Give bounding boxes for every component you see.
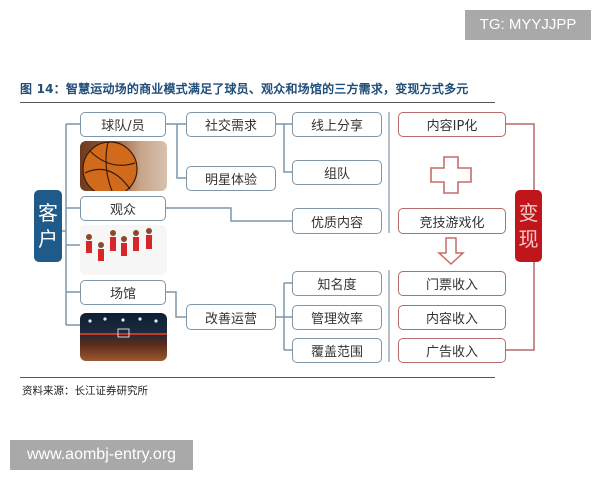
plus-icon — [430, 156, 472, 194]
node-audience: 观众 — [80, 196, 166, 221]
watermark-bottom-left: www.aombj-entry.org — [10, 440, 193, 470]
cheerleaders-photo — [80, 225, 167, 275]
down-arrow-icon — [437, 237, 465, 266]
node-team-up: 组队 — [292, 160, 382, 185]
node-coverage: 覆盖范围 — [292, 338, 382, 363]
basketball-photo — [80, 141, 167, 191]
figure-title: 图 14：智慧运动场的商业模式满足了球员、观众和场馆的三方需求，变现方式多元 — [20, 82, 469, 96]
node-social-needs: 社交需求 — [186, 112, 276, 137]
category-customers-label: 客户 — [38, 201, 58, 251]
node-improve-operations: 改善运营 — [186, 304, 276, 330]
node-star-experience: 明星体验 — [186, 166, 276, 191]
watermark-top-right: TG: MYYJJPP — [465, 10, 591, 40]
node-quality-content: 优质内容 — [292, 208, 382, 234]
node-content-revenue: 内容收入 — [398, 305, 506, 330]
node-ad-revenue: 广告收入 — [398, 338, 506, 363]
node-gamification: 竞技游戏化 — [398, 208, 506, 234]
category-monetization-label: 变现 — [518, 201, 539, 251]
category-customers: 客户 — [34, 190, 62, 262]
figure-source: 资料来源：长江证券研究所 — [22, 385, 148, 397]
node-venue: 场馆 — [80, 280, 166, 305]
node-management-efficiency: 管理效率 — [292, 305, 382, 330]
arena-photo — [80, 313, 167, 361]
node-awareness: 知名度 — [292, 271, 382, 296]
node-online-share: 线上分享 — [292, 112, 382, 137]
source-rule — [20, 377, 495, 378]
category-monetization: 变现 — [515, 190, 542, 262]
node-ticket-revenue: 门票收入 — [398, 271, 506, 296]
title-rule — [20, 102, 495, 103]
node-content-ip: 内容IP化 — [398, 112, 506, 137]
node-team-players: 球队/员 — [80, 112, 166, 137]
